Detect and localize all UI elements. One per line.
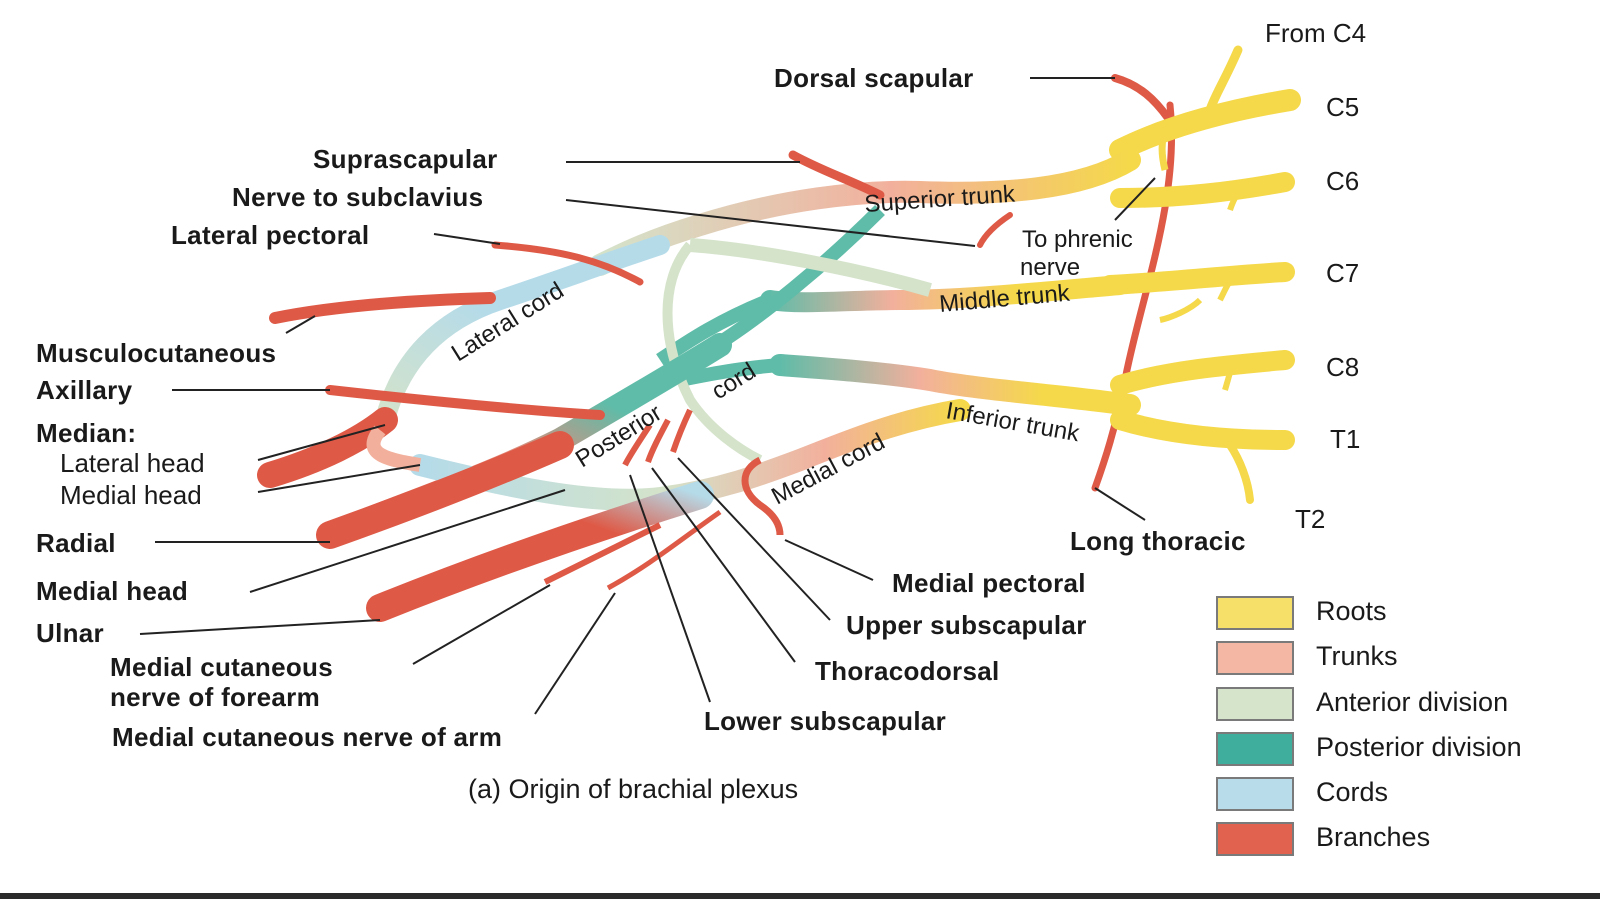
suprascapular-label: Suprascapular: [313, 144, 498, 174]
medial-cutaneous-arm-label: Medial cutaneous nerve of arm: [112, 722, 503, 752]
radial-label: Radial: [36, 528, 116, 558]
long-thoracic-nerve: [1091, 101, 1176, 492]
legend-swatch-branches: [1216, 822, 1294, 856]
root-c8: [1110, 350, 1295, 395]
median-medial-head-label: Medial head: [60, 480, 202, 510]
lower-subscapular-label: Lower subscapular: [704, 706, 947, 736]
c6-label: C6: [1326, 166, 1360, 196]
to-phrenic-label-2: nerve: [1020, 254, 1081, 281]
dorsal-scapular-label: Dorsal scapular: [774, 63, 974, 93]
c8-label: C8: [1326, 352, 1360, 382]
thoracodorsal-label: Thoracodorsal: [815, 656, 1000, 686]
nerve-to-subclavius: [977, 212, 1013, 248]
legend-swatch-anterior-division: [1216, 687, 1294, 721]
radial-nerve: [316, 431, 574, 549]
medial-cord: [409, 399, 971, 511]
nerve-to-subclavius-label: Nerve to subclavius: [232, 182, 484, 212]
lateral-pectoral-nerve: [491, 241, 644, 286]
root-c7: [1100, 262, 1295, 295]
legend-label-anterior-division: Anterior division: [1316, 687, 1509, 717]
ulnar-nerve: [366, 481, 714, 622]
t1-label: T1: [1330, 424, 1361, 454]
legend-swatch-roots: [1216, 596, 1294, 630]
musculocutaneous-label: Musculocutaneous: [36, 338, 277, 368]
medial-cutaneous-arm: [606, 509, 722, 591]
root-c6: [1110, 172, 1295, 208]
axillary-label: Axillary: [36, 375, 133, 405]
ulnar-label: Ulnar: [36, 618, 104, 648]
t2-label: T2: [1295, 504, 1326, 534]
middle-trunk-label: Middle trunk: [938, 280, 1072, 318]
lateral-cord: [375, 235, 670, 430]
legend-swatch-trunks: [1216, 641, 1294, 675]
root-c5: [1109, 89, 1301, 161]
from-c4-label: From C4: [1265, 18, 1367, 48]
leader-lines: [139, 77, 1156, 715]
legend-label-cords: Cords: [1316, 777, 1389, 807]
inferior-trunk: [769, 354, 1141, 416]
bottom-border: [0, 893, 1600, 899]
legend-label-posterior-division: Posterior division: [1316, 732, 1522, 762]
root-t1: [1110, 410, 1295, 450]
c5-label: C5: [1326, 92, 1360, 122]
long-thoracic-label: Long thoracic: [1070, 526, 1246, 556]
medial-pectoral-label: Medial pectoral: [892, 568, 1086, 598]
lateral-head-label: Lateral head: [60, 448, 205, 478]
middle-trunk: [760, 275, 1130, 313]
legend-swatch-posterior-division: [1216, 732, 1294, 766]
medial-pectoral-nerve: [741, 456, 784, 536]
medial-cutaneous-forearm-label-1: Medial cutaneous: [110, 652, 333, 682]
legend-label-trunks: Trunks: [1316, 641, 1398, 671]
dorsal-scapular-nerve: [1111, 74, 1172, 122]
axillary-nerve: [325, 385, 605, 420]
medial-cutaneous-forearm-label-2: nerve of forearm: [110, 682, 320, 712]
medial-cutaneous-forearm: [543, 522, 662, 585]
legend-swatch-cords: [1216, 777, 1294, 811]
upper-subscapular-label: Upper subscapular: [846, 610, 1087, 640]
medial-head-label: Medial head: [36, 576, 189, 606]
to-phrenic-label-1: To phrenic: [1022, 226, 1133, 253]
legend-label-roots: Roots: [1316, 596, 1387, 626]
c7-label: C7: [1326, 258, 1360, 288]
lateral-pectoral-label: Lateral pectoral: [171, 220, 370, 250]
suprascapular-nerve: [788, 150, 885, 200]
musculocutaneous-nerve: [269, 292, 496, 324]
median-label: Median:: [36, 418, 137, 448]
figure-caption: (a) Origin of brachial plexus: [468, 774, 799, 804]
legend-label-branches: Branches: [1316, 822, 1431, 852]
root-t2: [1226, 441, 1254, 504]
